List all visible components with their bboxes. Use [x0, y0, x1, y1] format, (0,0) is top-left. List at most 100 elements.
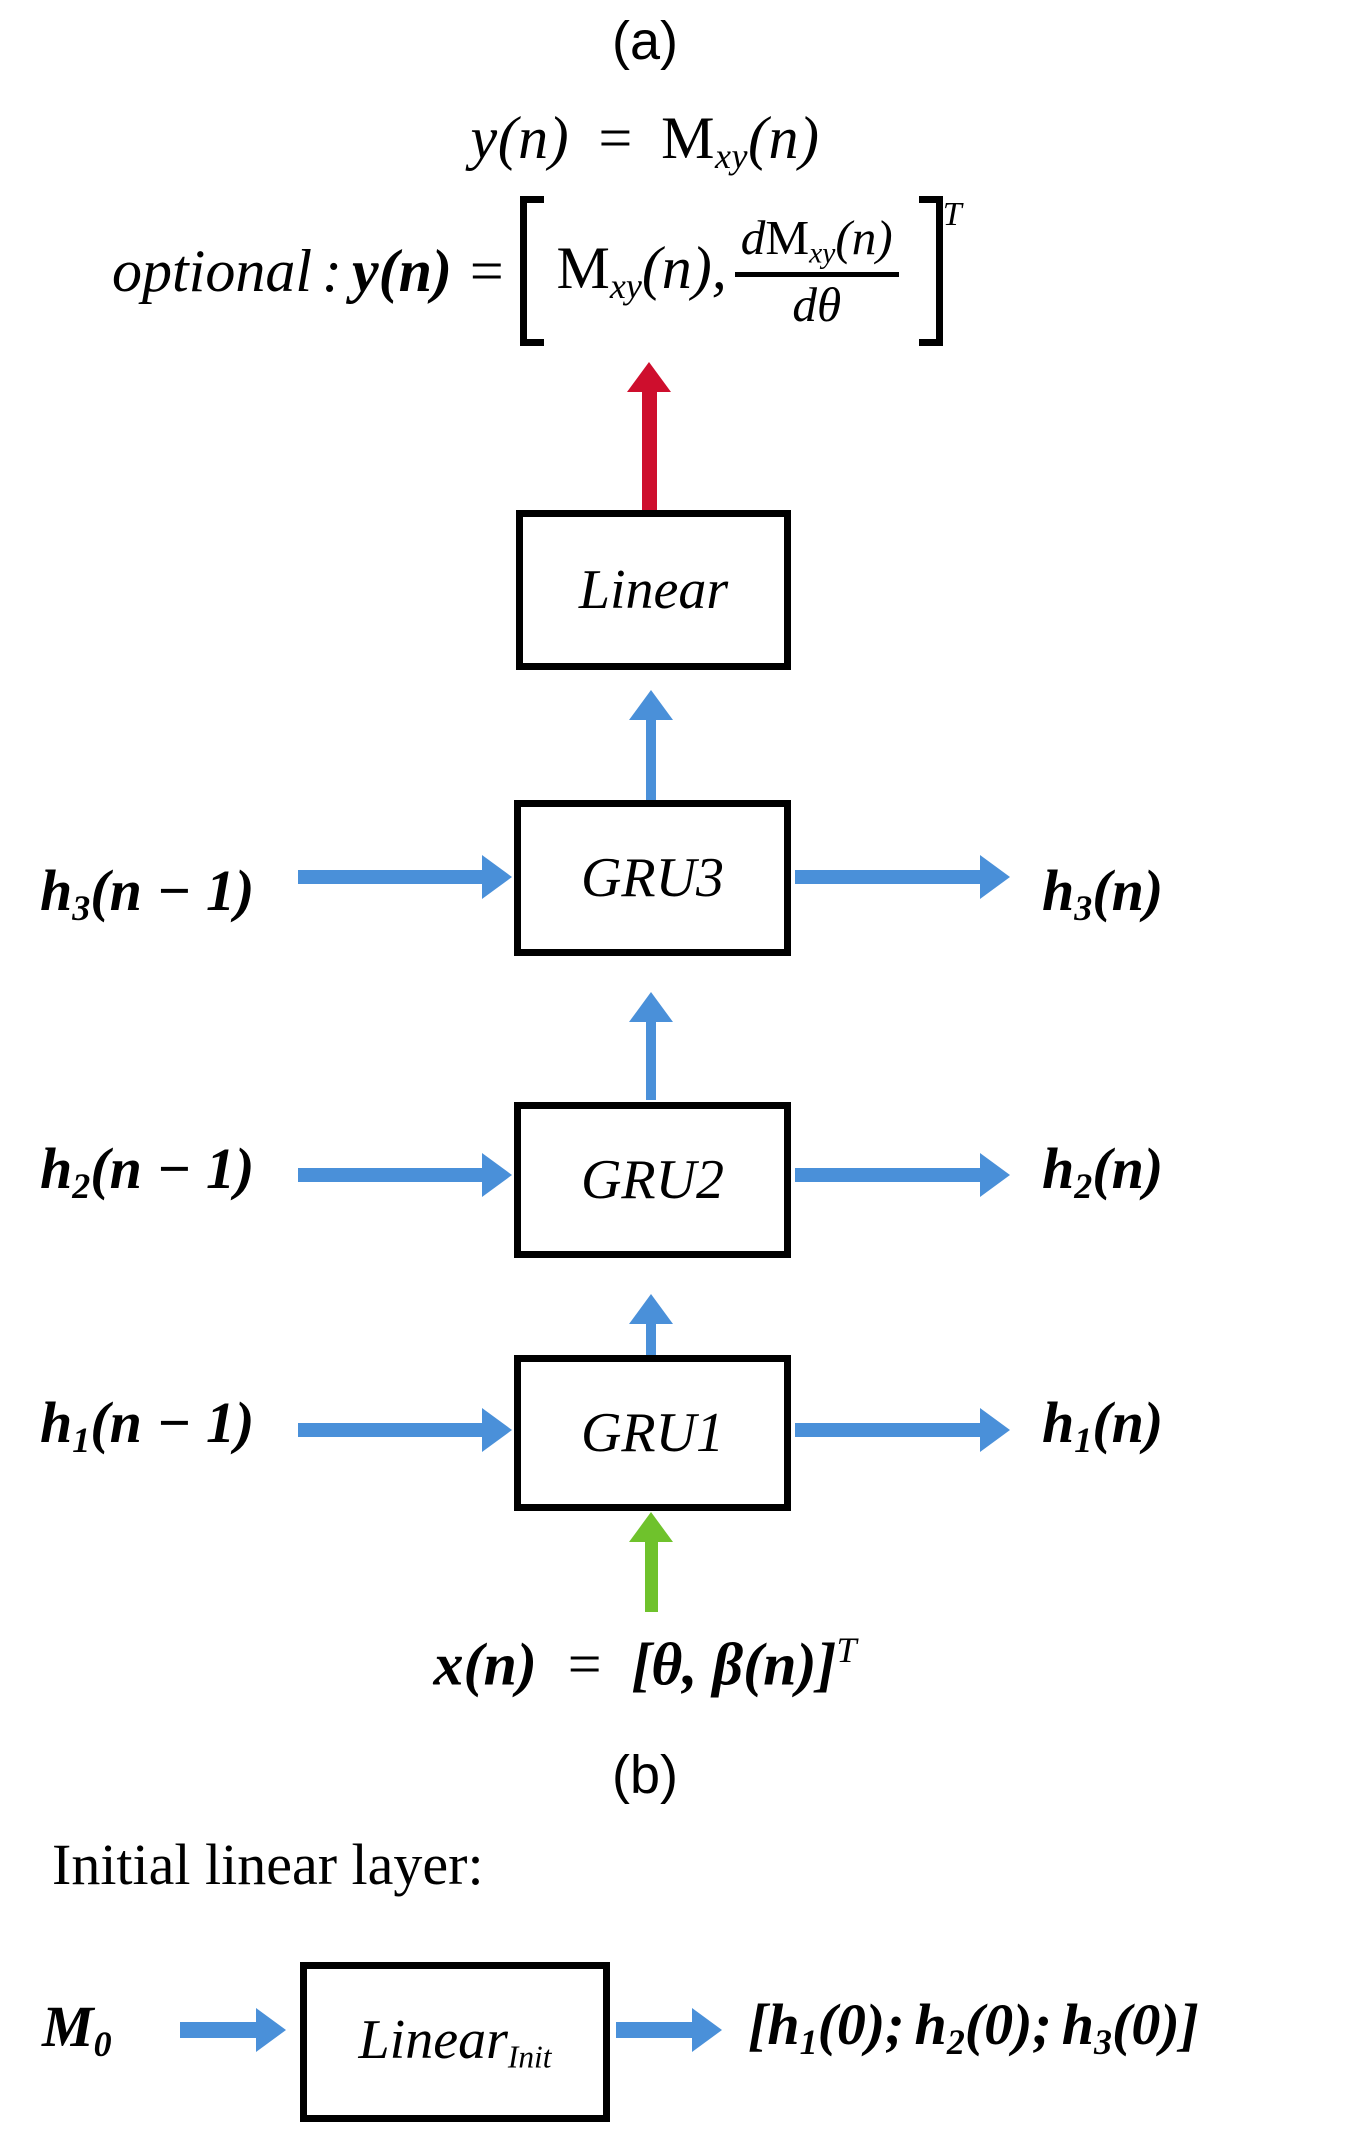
- input-eq-vector: [θ, β(n)]: [631, 1631, 837, 1698]
- h1-output-sub: 1: [1074, 1420, 1093, 1461]
- h2-input-arg: (n − 1): [90, 1136, 255, 1201]
- output-eq-M: M: [661, 105, 716, 171]
- h1-output-label: h1(n): [1042, 1394, 1163, 1459]
- h2-input-label: h2(n − 1): [40, 1140, 254, 1205]
- linear-init-block-label: LinearInit: [359, 2012, 552, 2073]
- output-eq-y: y: [470, 105, 498, 171]
- frac-num-M: M: [765, 210, 810, 266]
- hidden-init-h3: h: [1061, 1992, 1095, 2057]
- h3-output-arrow-head: [980, 855, 1010, 899]
- h1-input-sub: 1: [72, 1420, 91, 1461]
- gru3-block-label: GRU3: [580, 847, 725, 909]
- optional-eq-y: y: [352, 238, 379, 304]
- h2-output-label: h2(n): [1042, 1140, 1163, 1205]
- derivative-fraction: dMxy(n) dθ: [734, 213, 899, 329]
- h3-output-arrow-shaft: [795, 870, 985, 884]
- gru1-to-gru2-head: [629, 1294, 673, 1324]
- linear-block-label: Linear: [578, 559, 729, 621]
- output-arrow-red-head: [627, 362, 671, 392]
- hidden-init-close: ]: [1179, 1992, 1199, 2057]
- linear-init-block[interactable]: LinearInit: [300, 1962, 610, 2122]
- gru2-to-gru3-head: [629, 992, 673, 1022]
- output-eq-M-arg: (n): [747, 105, 820, 171]
- hidden-init-h1-arg: (0): [817, 1992, 886, 2057]
- optional-eq-first-element: Mxy(n),: [546, 238, 726, 304]
- m0-arrow-head: [256, 2008, 286, 2052]
- h1-output-arrow-shaft: [795, 1423, 985, 1437]
- optional-eq-M: M: [556, 234, 610, 301]
- h1-input-h: h: [40, 1390, 73, 1455]
- h3-input-arrow-shaft: [298, 870, 486, 884]
- h2-output-h: h: [1042, 1136, 1075, 1201]
- h3-output-h: h: [1042, 858, 1075, 923]
- h2-input-sub: 2: [72, 1166, 91, 1207]
- h1-output-arrow-head: [980, 1408, 1010, 1452]
- m0-label-sub: 0: [93, 2024, 112, 2065]
- fraction-bar: [734, 271, 899, 277]
- h3-input-arrow-head: [482, 855, 512, 899]
- h1-input-arrow-shaft: [298, 1423, 486, 1437]
- fraction-numerator: dMxy(n): [735, 213, 899, 272]
- gru2-block[interactable]: GRU2: [514, 1102, 791, 1258]
- hidden-init-sep1: ;: [885, 1992, 905, 2057]
- gru1-block[interactable]: GRU1: [514, 1355, 791, 1511]
- h2-input-h: h: [40, 1136, 73, 1201]
- panel-b-caption: (b): [612, 1745, 678, 1805]
- h3-input-sub: 3: [72, 888, 91, 929]
- h3-output-arg: (n): [1092, 858, 1164, 923]
- optional-eq-equals: =: [465, 238, 507, 304]
- optional-eq-M-arg: (n): [641, 234, 712, 301]
- h1-output-h: h: [1042, 1390, 1075, 1455]
- gru1-block-label: GRU1: [580, 1402, 725, 1464]
- hidden-init-sep2: ;: [1032, 1992, 1052, 2057]
- gru3-block[interactable]: GRU3: [514, 800, 791, 956]
- optional-equation: optional : y(n) = Mxy(n), dMxy(n) dθ T: [112, 196, 962, 346]
- frac-num-M-sub: xy: [809, 237, 836, 270]
- output-eq-y-arg: (n): [497, 105, 570, 171]
- optional-eq-M-sub: xy: [609, 266, 642, 307]
- h3-output-sub: 3: [1074, 888, 1093, 929]
- input-arrow-green-head: [629, 1512, 673, 1542]
- left-bracket: [520, 196, 546, 346]
- h2-input-arrow-head: [482, 1153, 512, 1197]
- input-eq-x: x: [433, 1631, 464, 1698]
- panel-b-heading: Initial linear layer:: [52, 1832, 484, 1897]
- input-eq-transpose: T: [836, 1630, 857, 1670]
- right-bracket: [917, 196, 943, 346]
- gru3-to-linear-shaft: [646, 718, 656, 802]
- h1-input-label: h1(n − 1): [40, 1394, 254, 1459]
- linearinit-arrow-shaft: [616, 2022, 696, 2038]
- m0-arrow-shaft: [180, 2022, 260, 2038]
- frac-num-M-arg: (n): [835, 210, 893, 266]
- gru3-to-linear-head: [629, 690, 673, 720]
- optional-eq-colon: :: [322, 238, 342, 304]
- h1-input-arg: (n − 1): [90, 1390, 255, 1455]
- input-arrow-green-shaft: [645, 1540, 658, 1612]
- optional-eq-y-arg: (n): [378, 238, 452, 304]
- h2-output-arg: (n): [1092, 1136, 1164, 1201]
- h3-input-h: h: [40, 858, 73, 923]
- linearinit-arrow-head: [692, 2008, 722, 2052]
- h2-output-arrow-head: [980, 1153, 1010, 1197]
- input-eq-equals: =: [563, 1631, 605, 1698]
- h1-input-arrow-head: [482, 1408, 512, 1452]
- hidden-init-open: [: [748, 1992, 768, 2057]
- linear-block[interactable]: Linear: [516, 510, 791, 670]
- h1-output-arg: (n): [1092, 1390, 1164, 1455]
- optional-eq-comma: ,: [711, 234, 727, 301]
- output-eq-M-sub: xy: [715, 136, 748, 177]
- h2-output-arrow-shaft: [795, 1168, 985, 1182]
- input-eq-x-arg: (n): [463, 1631, 537, 1698]
- h2-input-arrow-shaft: [298, 1168, 486, 1182]
- h3-input-arg: (n − 1): [90, 858, 255, 923]
- optional-eq-transpose: T: [942, 196, 962, 233]
- panel-a-caption: (a): [612, 11, 678, 71]
- h3-input-label: h3(n − 1): [40, 862, 254, 927]
- gru2-to-gru3-shaft: [646, 1020, 656, 1100]
- m0-label-M: M: [42, 1994, 94, 2059]
- output-arrow-red-shaft: [642, 390, 657, 512]
- hidden-init-h2-sub: 2: [946, 2022, 965, 2063]
- hidden-init-h1: h: [767, 1992, 800, 2057]
- linear-init-label-main: Linear: [358, 2008, 508, 2071]
- input-equation: x(n) = [θ, β(n)]T: [0, 1632, 1290, 1694]
